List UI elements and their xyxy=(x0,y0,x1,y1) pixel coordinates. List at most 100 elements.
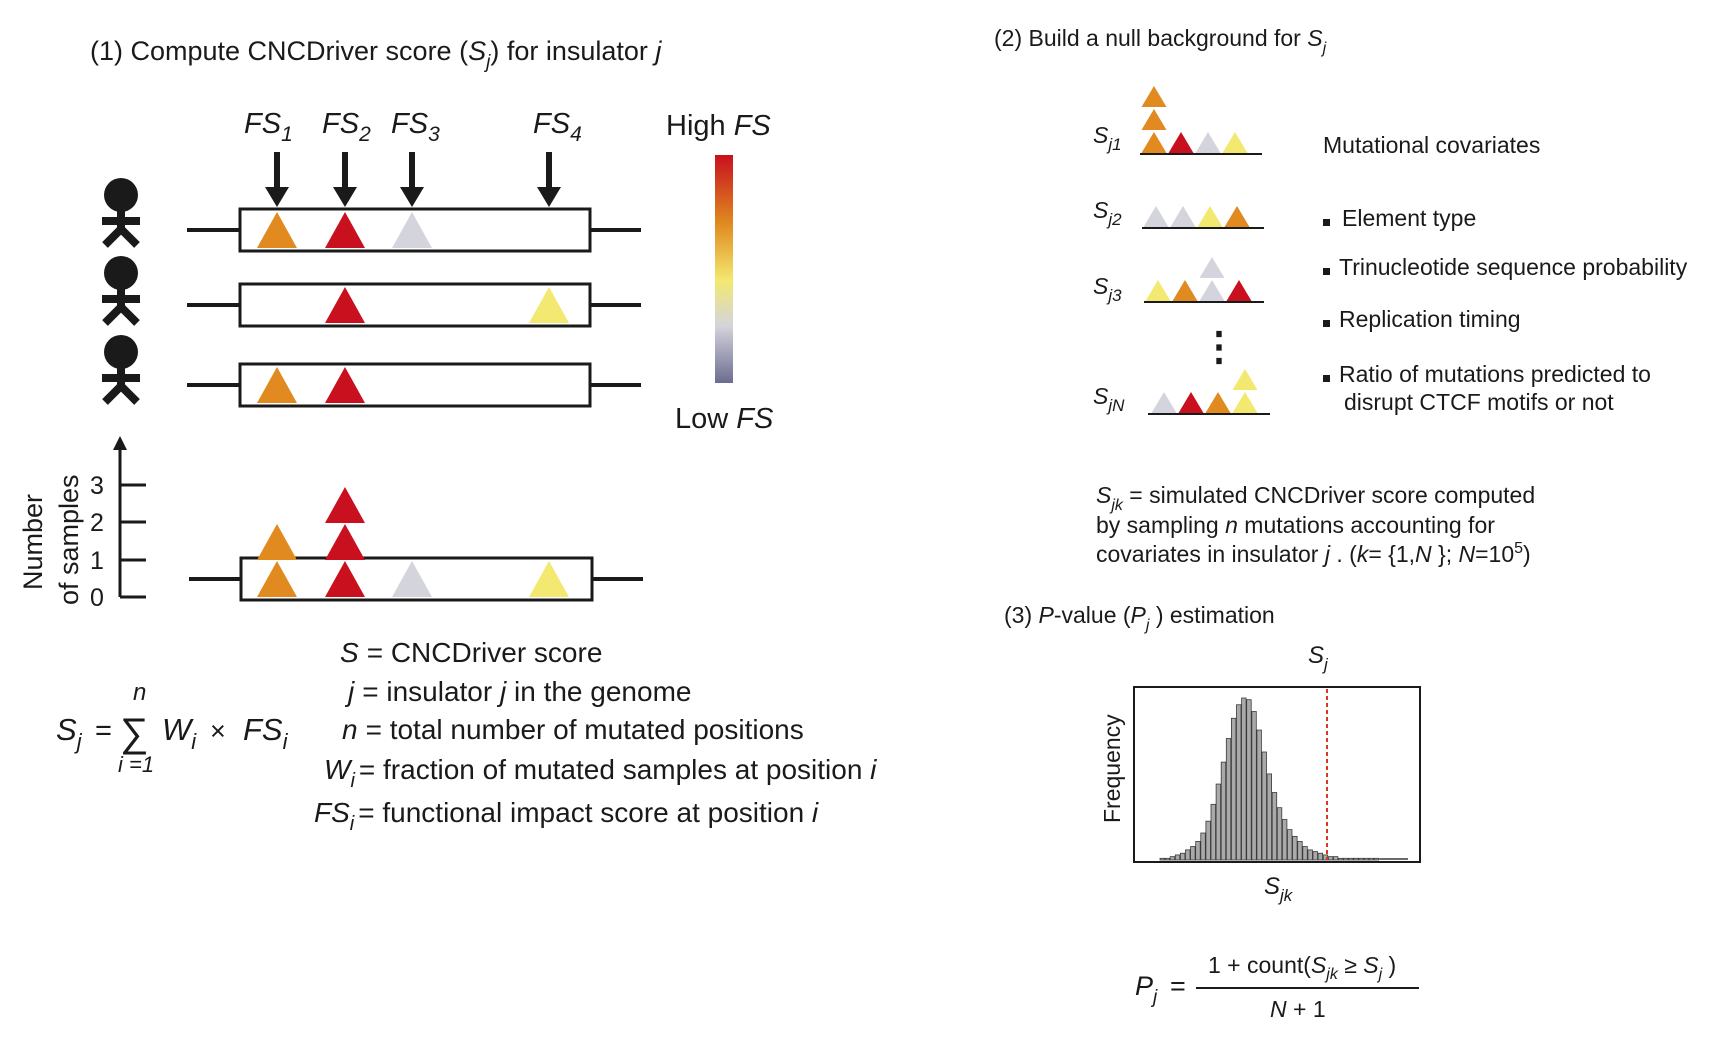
aggregate-axis-label-line2: of samples xyxy=(54,474,84,605)
mutation-triangle xyxy=(529,287,569,323)
fs-label-4: FS4 xyxy=(533,108,582,146)
pvalue-lhs: Pj xyxy=(1135,971,1158,1008)
formula-fs: FSi xyxy=(243,712,289,754)
score-formula: Sj = n ∑ i =1 Wi × FSi xyxy=(56,679,289,777)
histogram-bar xyxy=(1261,751,1267,861)
down-arrow-icon xyxy=(400,152,424,207)
histogram-bar xyxy=(1164,857,1170,861)
histogram-bar xyxy=(1287,829,1293,861)
colorbar-high-label: High FS xyxy=(666,110,771,142)
null-triangle xyxy=(1141,86,1167,107)
null-triangle xyxy=(1205,392,1231,413)
colorbar-low-label: Low FS xyxy=(675,403,774,435)
rows-ellipsis: ⋮ xyxy=(1199,325,1239,369)
histogram-bar xyxy=(1333,856,1339,861)
fs-label-1: FS1 xyxy=(244,108,293,146)
histogram-bar xyxy=(1327,856,1334,861)
formula-sum-top: n xyxy=(133,679,146,706)
histogram-bar xyxy=(1312,851,1318,861)
histogram-bar xyxy=(1256,729,1262,861)
axis-tick-label: 0 xyxy=(90,584,104,612)
axis-tick-label: 3 xyxy=(90,472,104,500)
histogram-bar xyxy=(1231,717,1237,861)
histogram-bar xyxy=(1297,841,1303,861)
definition-j: j= insulator j in the genome xyxy=(344,676,691,707)
mutation-triangle xyxy=(325,367,365,403)
definition-fs: FSi= functional impact score at position… xyxy=(314,797,819,835)
histogram-bar xyxy=(1276,807,1283,861)
note-line2: by sampling n mutations accounting for xyxy=(1096,512,1495,538)
sample-track xyxy=(102,256,641,328)
mutation-triangle xyxy=(392,212,432,248)
covariate-list: Element type Trinucleotide sequence prob… xyxy=(1323,205,1688,415)
aggregate-triangle xyxy=(257,561,297,597)
histogram-bar xyxy=(1210,803,1216,861)
fs-colorbar: High FS Low FS xyxy=(666,110,774,435)
aggregate-triangle xyxy=(257,524,297,560)
mutation-triangle xyxy=(325,287,365,323)
covariate-ctcf-ratio-line1: Ratio of mutations predicted to xyxy=(1339,361,1651,387)
histogram-bar xyxy=(1190,846,1196,861)
definitions: S= CNCDriver score j= insulator j in the… xyxy=(314,637,877,835)
person-icon xyxy=(102,178,140,245)
pvalue-formula: Pj = 1 + count(Sjk ≥ Sj ) N + 1 xyxy=(1135,952,1419,1022)
covariate-trinucleotide: Trinucleotide sequence probability xyxy=(1339,254,1688,280)
definition-n: n= total number of mutated positions xyxy=(342,714,804,745)
null-row-label: Sj1 xyxy=(1093,122,1122,154)
note-line3: covariates in insulator j . (k= {1,N }; … xyxy=(1096,540,1531,567)
note-line1: Sjk = simulated CNCDriver score computed xyxy=(1096,482,1535,514)
covariates-title: Mutational covariates xyxy=(1323,132,1540,158)
hist-xlabel: Sjk xyxy=(1264,873,1294,905)
mutation-triangle xyxy=(325,212,365,248)
null-triangle xyxy=(1199,280,1225,301)
histogram-bar xyxy=(1195,841,1201,861)
null-triangle xyxy=(1168,132,1194,153)
null-triangle xyxy=(1195,132,1221,153)
definition-w: Wi= fraction of mutated samples at posit… xyxy=(324,754,877,792)
null-triangle xyxy=(1143,206,1169,227)
down-arrow-icon xyxy=(265,152,289,207)
square-bullet-icon xyxy=(1323,320,1330,327)
formula-sum-sign: ∑ xyxy=(120,711,149,755)
mutation-triangle xyxy=(257,367,297,403)
hist-ylabel: Frequency xyxy=(1099,714,1125,823)
formula-sum-bottom: i =1 xyxy=(118,752,154,777)
null-triangle xyxy=(1226,280,1252,301)
histogram-bar xyxy=(1251,711,1257,861)
histogram-bar xyxy=(1169,856,1176,861)
histogram-bar xyxy=(1317,852,1323,861)
mutation-triangle xyxy=(257,212,297,248)
aggregate-triangle xyxy=(325,524,365,560)
formula-lhs: Sj xyxy=(56,712,83,754)
null-triangle xyxy=(1170,206,1196,227)
aggregate-axis-label-line1: Number xyxy=(18,494,48,590)
formula-times: × xyxy=(210,716,226,746)
null-triangle xyxy=(1199,257,1225,278)
histogram-bar xyxy=(1282,819,1288,861)
aggregate-triangle xyxy=(325,561,365,597)
insulator-element xyxy=(238,362,592,408)
histogram-bar xyxy=(1368,857,1374,861)
down-arrow-icon xyxy=(333,152,357,207)
covariate-ctcf-ratio-line2: disrupt CTCF motifs or not xyxy=(1344,389,1614,415)
pvalue-equals: = xyxy=(1170,971,1186,1001)
aggregate-triangle xyxy=(529,561,569,597)
histogram-bar xyxy=(1307,849,1313,861)
null-triangle xyxy=(1224,206,1250,227)
histogram-bar xyxy=(1159,857,1165,861)
sample-tracks xyxy=(102,178,641,408)
pvalue-numerator: 1 + count(Sjk ≥ Sj ) xyxy=(1208,952,1396,983)
panel-step2: (2) Build a null background for Sj Sj1Sj… xyxy=(994,25,1688,567)
histogram-bar xyxy=(1220,761,1227,861)
histogram-bar xyxy=(1302,846,1308,861)
square-bullet-icon xyxy=(1323,268,1330,275)
fs-labels: FS1 FS2 FS3 FS4 xyxy=(244,108,582,146)
simulation-note: Sjk = simulated CNCDriver score computed… xyxy=(1096,482,1535,567)
person-icon xyxy=(102,256,140,323)
null-row-label: Sj2 xyxy=(1093,197,1122,229)
null-triangle xyxy=(1197,206,1223,227)
null-triangle xyxy=(1172,280,1198,301)
histogram-bar xyxy=(1246,699,1252,861)
